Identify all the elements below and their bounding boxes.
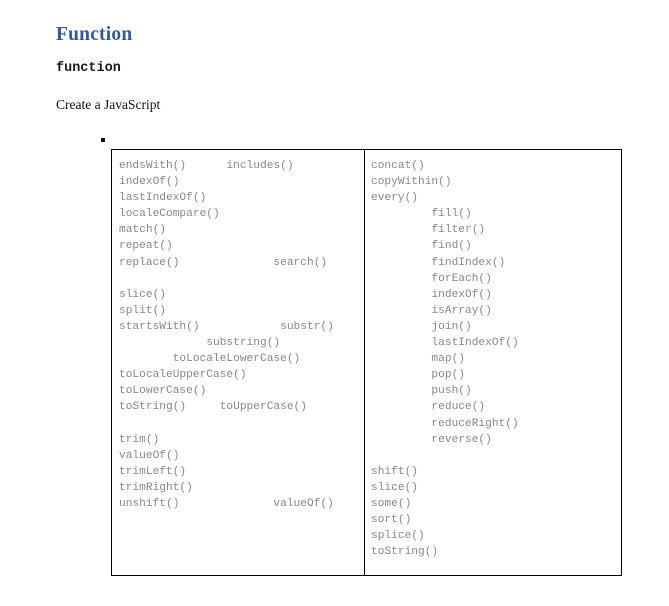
array-methods-code-block: concat() copyWithin() every() fill() fil…: [371, 160, 519, 559]
body-paragraph: Create a JavaScript: [56, 97, 161, 112]
page-title: Function: [56, 24, 133, 45]
square-bullet-icon: [101, 138, 105, 142]
function-keyword-label: function: [56, 61, 121, 76]
table-cell-string-methods: endsWith() includes() indexOf() lastInde…: [112, 150, 365, 575]
methods-table: endsWith() includes() indexOf() lastInde…: [111, 149, 622, 576]
table-cell-array-methods: concat() copyWithin() every() fill() fil…: [365, 150, 621, 575]
string-methods-code-block: endsWith() includes() indexOf() lastInde…: [119, 160, 334, 510]
list-bullet-marker: [99, 133, 119, 147]
